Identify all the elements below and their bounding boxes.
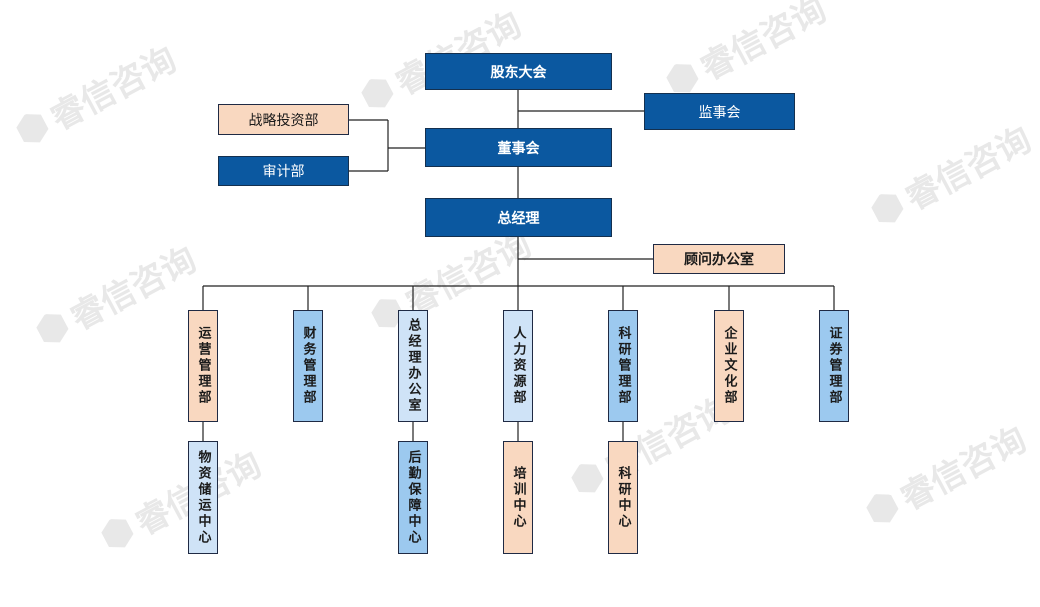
strategy-investment-box: 战略投资部 xyxy=(218,104,349,135)
advisor-office-box: 顾问办公室 xyxy=(653,244,785,274)
supervisory-board-box: 监事会 xyxy=(644,93,795,130)
finance-dept-box: 财务管理部 xyxy=(293,310,323,422)
support-center-box: 后勤保障中心 xyxy=(398,441,428,554)
securities-dept-box: 证券管理部 xyxy=(819,310,849,422)
board-of-directors-box: 董事会 xyxy=(425,128,612,167)
research-center-box: 科研中心 xyxy=(608,441,638,554)
culture-dept-box: 企业文化部 xyxy=(714,310,744,422)
training-center-box: 培训中心 xyxy=(503,441,533,554)
shareholders-meeting-box: 股东大会 xyxy=(425,53,612,90)
logistics-center-box: 物资储运中心 xyxy=(188,441,218,554)
audit-dept-box: 审计部 xyxy=(218,156,349,186)
general-manager-box: 总经理 xyxy=(425,198,612,237)
operations-dept-box: 运营管理部 xyxy=(188,310,218,422)
gm-office-box: 总经理办公室 xyxy=(398,310,428,422)
hr-dept-box: 人力资源部 xyxy=(503,310,533,422)
research-mgmt-dept-box: 科研管理部 xyxy=(608,310,638,422)
